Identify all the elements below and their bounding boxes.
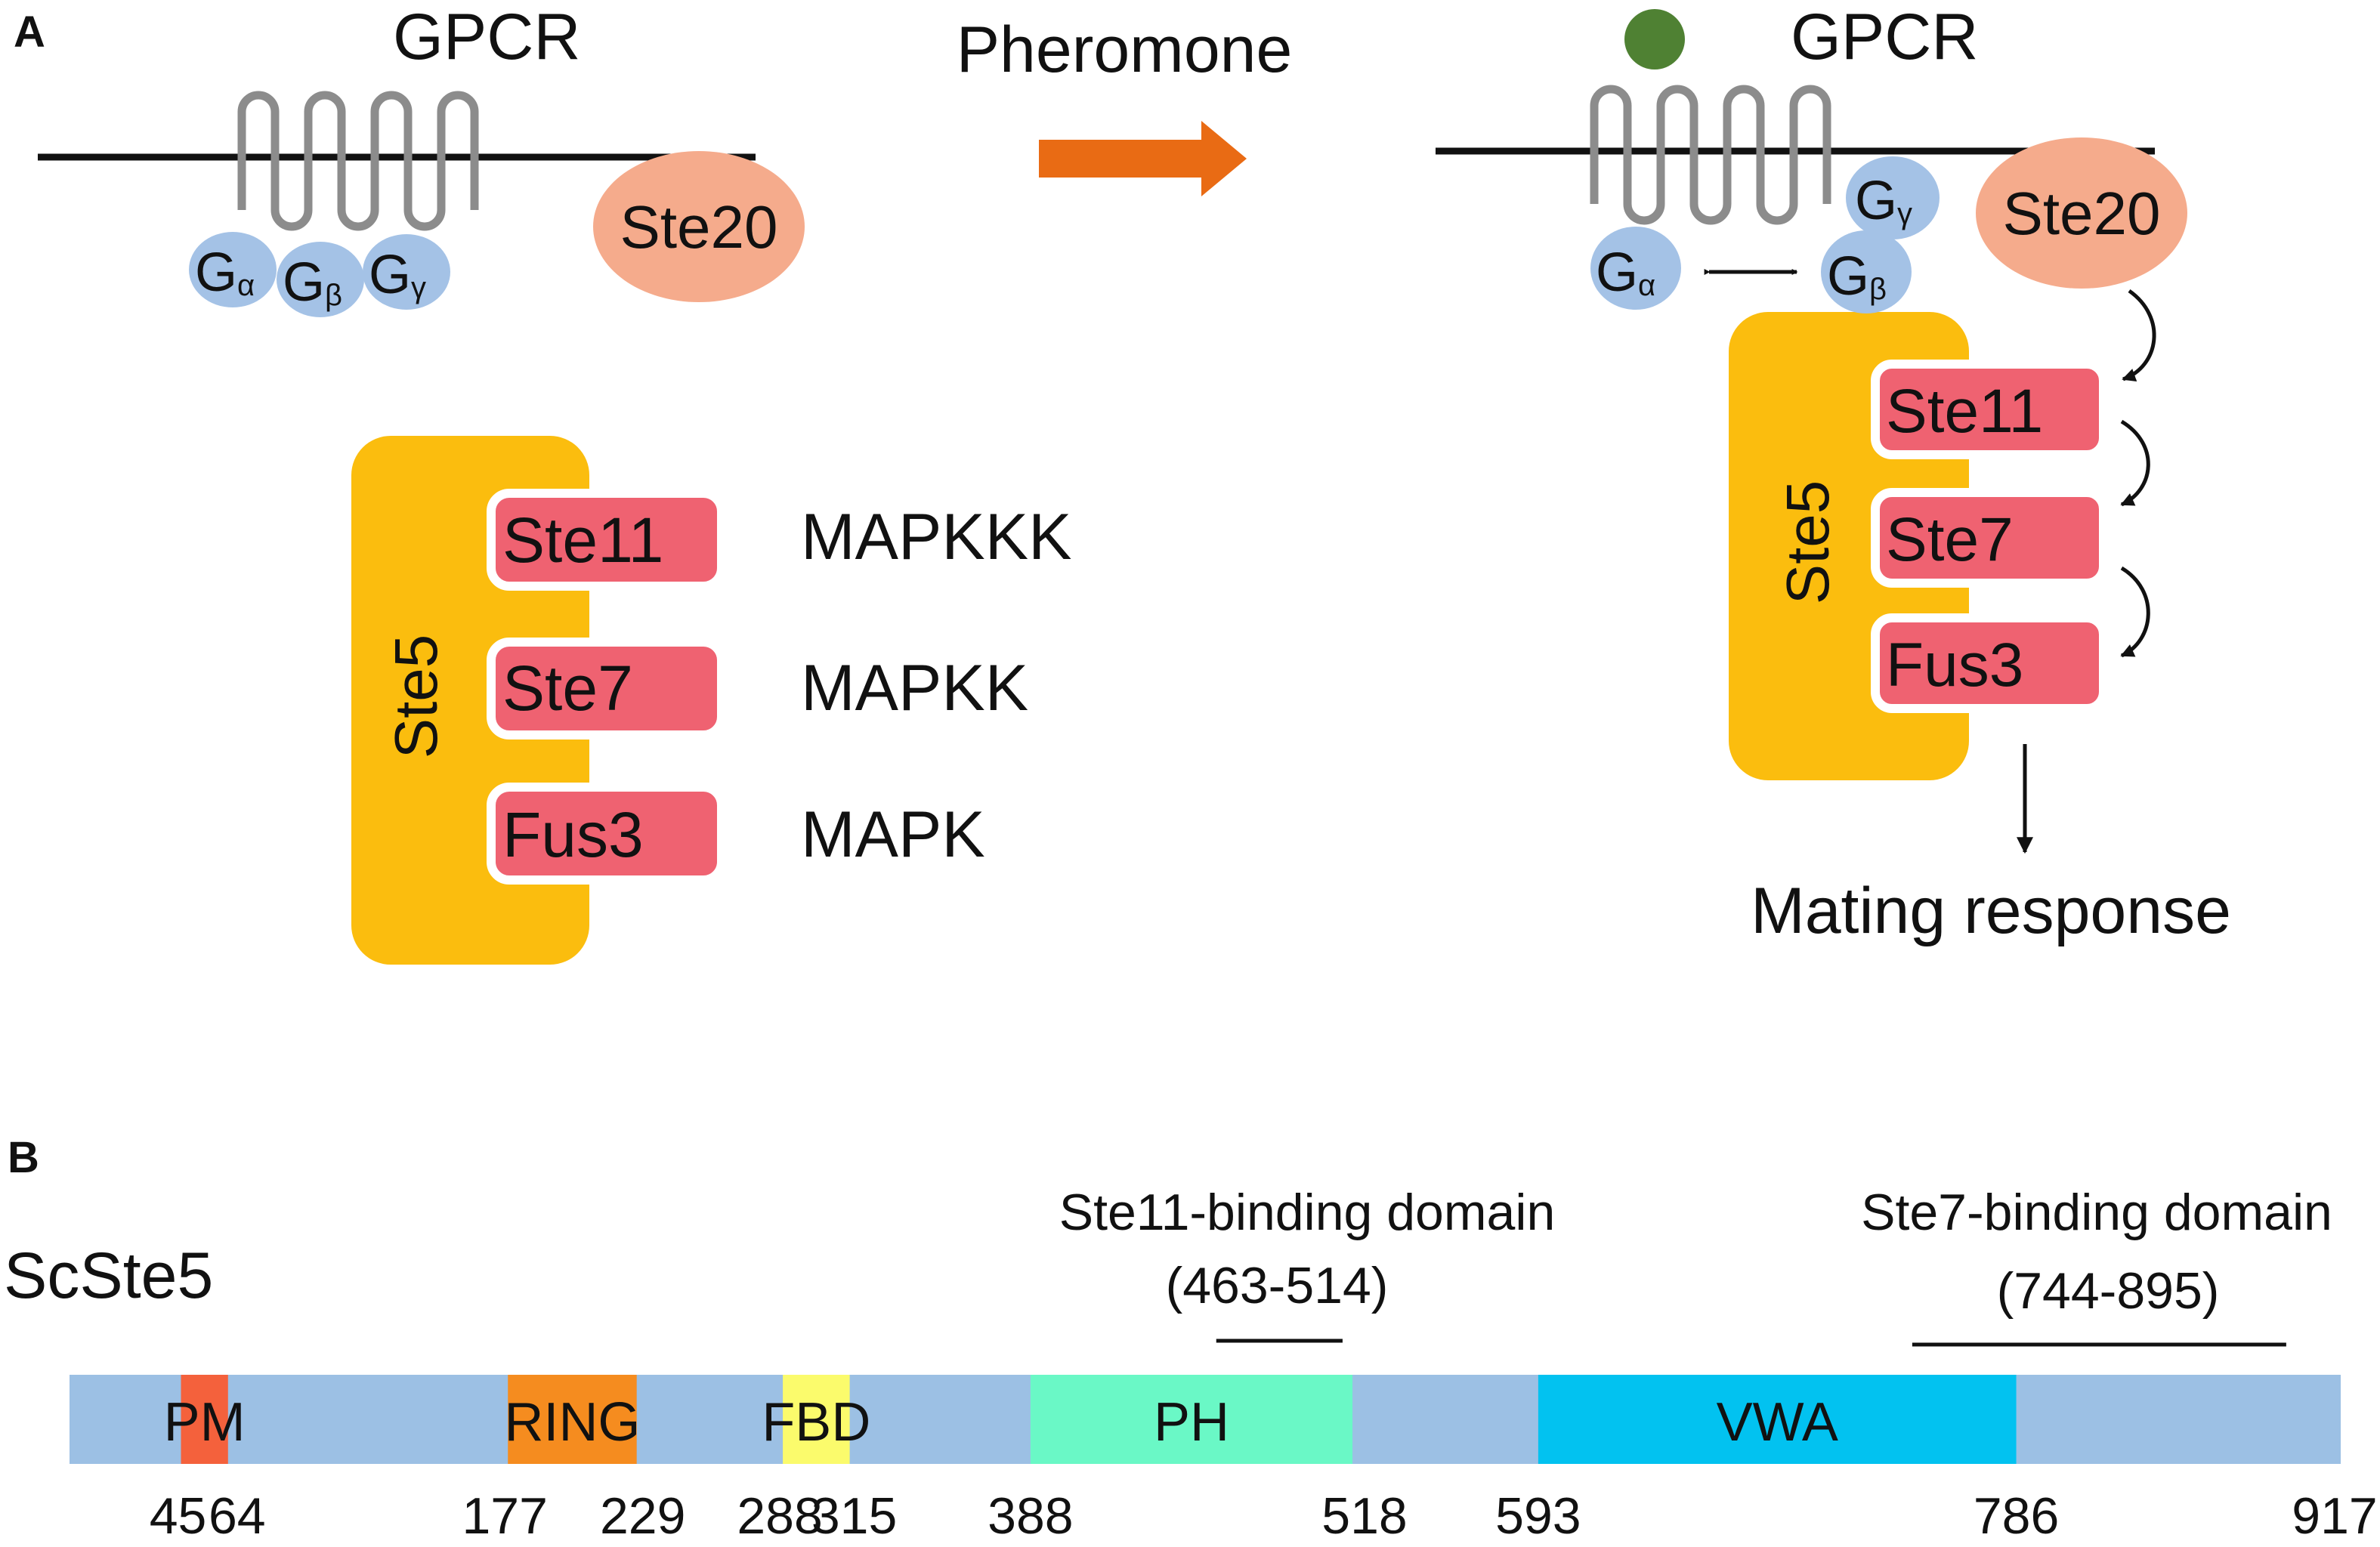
position-label: 288	[737, 1487, 822, 1545]
kinase-box	[487, 783, 726, 885]
g-gamma-shape	[1846, 156, 1940, 239]
domain-ring	[508, 1375, 637, 1464]
kinase-label: Fus3	[1886, 631, 2023, 699]
kinase-label: Ste11	[1886, 377, 2043, 446]
phospho-arrow-ste20-ste11	[2122, 289, 2156, 382]
panel-a-label: A	[14, 8, 45, 57]
domain-label-vwa: VWA	[1717, 1392, 1838, 1453]
g-beta-label: Gβ	[1827, 246, 1887, 307]
domain-label-fbd: FBD	[762, 1392, 870, 1453]
resting-state: GPCR Gα Gβ Gγ Ste20 Ste5 Ste11 MAPKKK	[38, 1, 1071, 965]
kinase-ste11-right: Ste11	[1871, 360, 2108, 459]
domain-pm	[181, 1375, 228, 1464]
kinase-label: Fus3	[502, 799, 644, 870]
kinase-box	[1871, 488, 2108, 588]
kinase-ste7-right: Ste7	[1871, 488, 2108, 588]
ste20-shape	[1976, 137, 2187, 289]
position-label: 917	[2292, 1487, 2377, 1545]
domain-label-ring: RING	[504, 1392, 640, 1453]
domain-fbd	[783, 1375, 850, 1464]
kinase-box	[487, 638, 726, 740]
g-beta-right: Gβ	[1821, 230, 1912, 313]
g-alpha-right: Gα	[1590, 227, 1681, 310]
phospho-arrow-ste11-ste7	[2120, 419, 2150, 507]
g-beta-shape	[277, 242, 364, 317]
g-gamma-label: Gγ	[1855, 171, 1912, 231]
g-beta-label: Gβ	[283, 252, 342, 313]
tier-mapkkk: MAPKKK	[801, 501, 1071, 573]
g-alpha-left: Gα	[189, 232, 277, 307]
stimulus: Pheromone	[957, 14, 1293, 196]
binding-domain-name: Ste11-binding domain	[1059, 1184, 1556, 1241]
g-gamma-right: Gγ	[1846, 156, 1940, 239]
activated-state: GPCR Gγ Gα Ste5 Gβ Ste20 Ste11	[1436, 1, 2231, 947]
gpcr-receptor-left	[237, 91, 479, 231]
position-label: 229	[600, 1487, 685, 1545]
position-label: 64	[209, 1487, 266, 1545]
g-alpha-shape	[1590, 227, 1681, 310]
domain-label-pm: PM	[164, 1392, 246, 1453]
tier-mapk: MAPK	[801, 798, 985, 871]
ste20-label: Ste20	[2002, 180, 2160, 247]
kinase-label: Ste7	[502, 653, 633, 724]
kinase-fus3-left: Fus3	[487, 783, 726, 885]
kinase-box	[487, 489, 726, 591]
position-label: 593	[1495, 1487, 1581, 1545]
protein-name: ScSte5	[4, 1240, 213, 1312]
g-gamma-left: Gγ	[363, 234, 450, 310]
ste5-label: Ste5	[382, 635, 450, 759]
ste20-shape	[593, 151, 805, 302]
kinase-fus3-right: Fus3	[1871, 613, 2108, 713]
g-alpha-label: Gα	[195, 242, 255, 303]
kinase-label: Ste11	[502, 505, 663, 576]
pheromone-arrow	[1039, 121, 1247, 196]
gpcr-receptor-right	[1590, 85, 1831, 225]
ste20-left: Ste20	[593, 151, 805, 302]
tier-mapkk: MAPKK	[801, 652, 1028, 724]
g-gamma-shape	[363, 234, 450, 310]
phospho-arrow-ste7-fus3	[2120, 566, 2150, 658]
position-label: 388	[988, 1487, 1073, 1545]
domain-ph	[1030, 1375, 1353, 1464]
g-gamma-label: Gγ	[369, 245, 426, 305]
gpcr-label-left: GPCR	[393, 1, 580, 73]
position-label: 45	[150, 1487, 207, 1545]
mating-response: Mating response	[1751, 875, 2231, 947]
ste20-right: Ste20	[1976, 137, 2187, 289]
binding-domain-name: Ste7-binding domain	[1861, 1184, 2332, 1241]
ste20-label: Ste20	[620, 193, 777, 261]
kinase-ste11-left: Ste11	[487, 489, 726, 591]
kinase-label: Ste7	[1886, 505, 2014, 574]
kinase-box	[1871, 360, 2108, 459]
domain-vwa	[1538, 1375, 2017, 1464]
position-label: 518	[1321, 1487, 1407, 1545]
gpcr-label-right: GPCR	[1791, 1, 1978, 73]
position-label: 786	[1974, 1487, 2059, 1545]
g-beta-left: Gβ	[277, 242, 364, 317]
g-beta-shape	[1821, 230, 1912, 313]
ste5-label: Ste5	[1774, 480, 1841, 605]
kinase-box	[1871, 613, 2108, 713]
domain-label-ph: PH	[1154, 1392, 1229, 1453]
binding-domain-range: (744-895)	[1997, 1262, 2220, 1320]
panel-b-label: B	[8, 1133, 39, 1182]
g-alpha-label: Gα	[1596, 242, 1655, 303]
position-label: 177	[462, 1487, 547, 1545]
position-label: 315	[811, 1487, 897, 1545]
g-alpha-shape	[189, 232, 277, 307]
binding-domain-range: (463-514)	[1166, 1257, 1389, 1314]
pheromone-ligand	[1624, 9, 1685, 69]
kinase-ste7-left: Ste7	[487, 638, 726, 740]
pheromone-label: Pheromone	[957, 14, 1293, 86]
